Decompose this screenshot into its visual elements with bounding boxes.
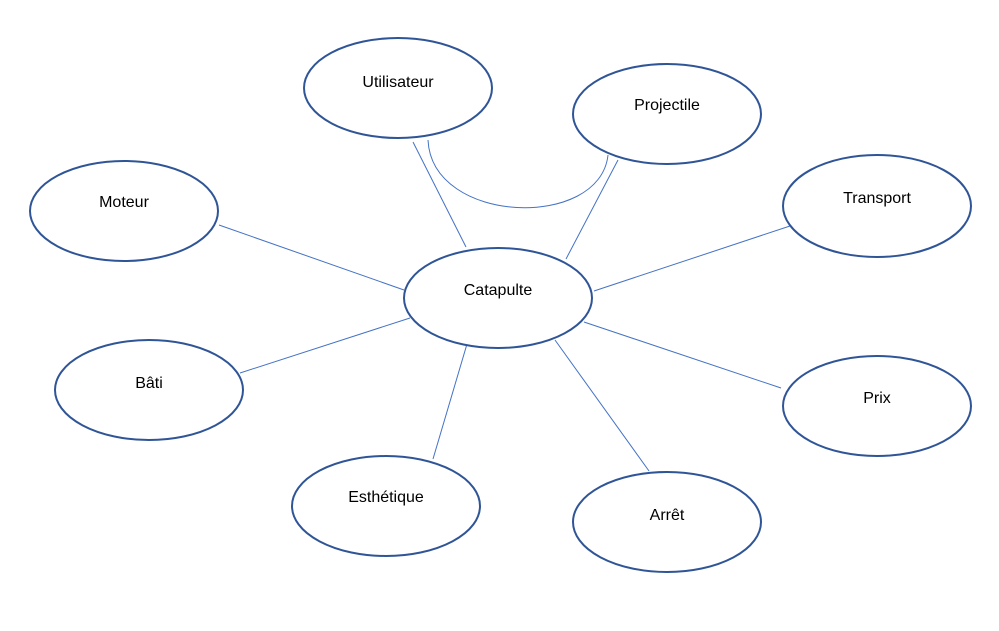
node-bati[interactable] — [54, 339, 244, 441]
node-moteur[interactable] — [29, 160, 219, 262]
node-label-moteur: Moteur — [99, 194, 149, 211]
node-label-prix: Prix — [863, 390, 891, 407]
link-utilisateur — [412, 141, 467, 248]
node-label-projectile: Projectile — [634, 97, 700, 114]
link-utilisateur-projectile-arc — [427, 139, 609, 209]
link-transport — [593, 225, 791, 292]
node-projectile[interactable] — [572, 63, 762, 165]
link-moteur — [218, 224, 405, 291]
node-prix[interactable] — [782, 355, 972, 457]
node-catapulte[interactable] — [403, 247, 593, 349]
link-prix — [583, 321, 782, 389]
node-label-utilisateur: Utilisateur — [362, 74, 434, 91]
link-esthetique — [432, 343, 468, 460]
link-arret — [554, 339, 650, 472]
node-label-transport: Transport — [843, 190, 911, 207]
node-utilisateur[interactable] — [303, 37, 493, 139]
node-label-bati: Bâti — [135, 375, 163, 392]
node-arret[interactable] — [572, 471, 762, 573]
node-label-arret: Arrêt — [649, 507, 685, 524]
link-bati — [239, 317, 411, 374]
node-esthetique[interactable] — [291, 455, 481, 557]
link-projectile — [565, 159, 619, 260]
node-transport[interactable] — [782, 154, 972, 258]
node-label-catapulte: Catapulte — [463, 282, 533, 299]
node-label-esthetique: Esthétique — [348, 489, 424, 506]
